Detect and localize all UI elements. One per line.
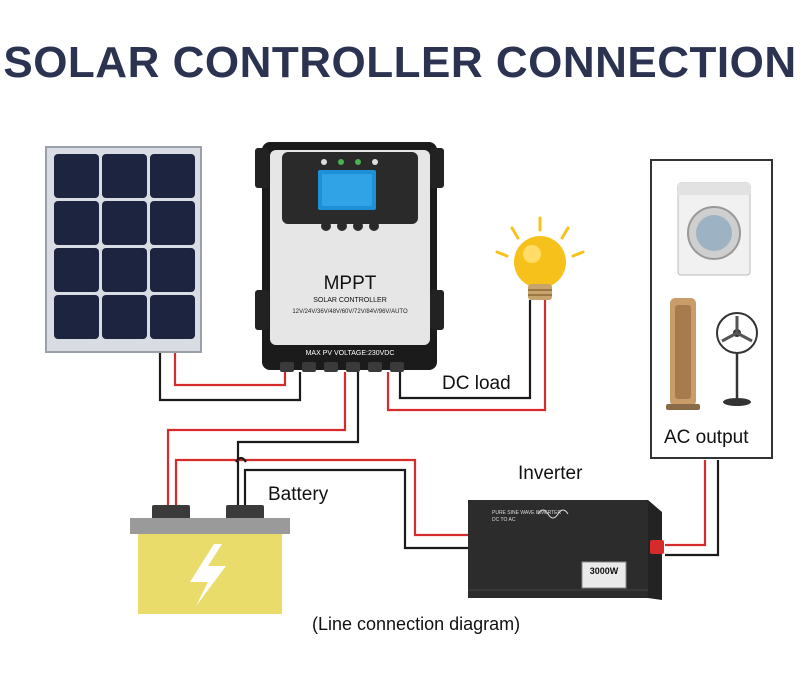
- solar-cell: [150, 201, 195, 245]
- inverter-power: 3000W: [590, 566, 619, 576]
- solar-panel-icon: [45, 146, 202, 353]
- ac-output-box: [650, 159, 773, 459]
- controller-terminal: [368, 362, 382, 372]
- controller-brand: MPPT: [324, 273, 377, 294]
- solar-cell: [102, 201, 147, 245]
- controller-terminal: [390, 362, 404, 372]
- inverter-brand-1: PURE SINE WAVE INVERTER: [492, 510, 561, 516]
- controller-terminal: [346, 362, 360, 372]
- controller-subtitle: SOLAR CONTROLLER: [313, 297, 387, 304]
- solar-cell: [150, 154, 195, 198]
- controller-button: [353, 221, 363, 231]
- wire-batt-negative: [236, 372, 360, 510]
- wire-load-positive: [386, 300, 547, 412]
- solar-cell: [102, 248, 147, 292]
- wire-pv-positive: [173, 352, 287, 387]
- tower-fan-icon: [666, 298, 700, 410]
- wire-inv-negative: [243, 468, 470, 550]
- wire-ac-negative: [665, 460, 720, 557]
- standing-fan-icon: [716, 312, 758, 406]
- solar-cell: [54, 295, 99, 339]
- wire-hop: [235, 456, 247, 463]
- controller-button: [369, 221, 379, 231]
- controller-terminal: [324, 362, 338, 372]
- dc-load-label: DC load: [442, 373, 511, 394]
- page-title: SOLAR CONTROLLER CONNECTION: [3, 38, 797, 87]
- ac-output-label: AC output: [664, 427, 749, 448]
- solar-cell: [54, 201, 99, 245]
- solar-cell: [102, 154, 147, 198]
- battery-icon: [130, 505, 290, 614]
- wiring: [158, 300, 720, 557]
- solar-cell: [150, 248, 195, 292]
- washing-machine-icon: [677, 182, 751, 276]
- diagram-caption: (Line connection diagram): [312, 614, 521, 634]
- inverter-icon: PURE SINE WAVE INVERTER DC TO AC 3000W: [468, 500, 664, 600]
- light-bulb-icon: [495, 216, 585, 300]
- wire-inv-positive: [174, 458, 470, 537]
- solar-cell: [102, 295, 147, 339]
- solar-cell: [150, 295, 195, 339]
- controller-terminal: [280, 362, 294, 372]
- solar-cell: [54, 248, 99, 292]
- controller-button: [337, 221, 347, 231]
- wire-batt-positive: [166, 372, 347, 510]
- inverter-label: Inverter: [518, 463, 583, 484]
- wire-ac-positive: [665, 460, 707, 547]
- controller-button: [321, 221, 331, 231]
- solar-cell: [54, 154, 99, 198]
- inverter-brand-2: DC TO AC: [492, 517, 516, 523]
- controller-max-pv: MAX PV VOLTAGE:230VDC: [306, 350, 395, 357]
- wire-pv-negative: [158, 352, 302, 402]
- mppt-controller-icon: MPPT SOLAR CONTROLLER 12V/24V/36V/48V/60…: [255, 142, 444, 372]
- battery-label: Battery: [268, 484, 329, 505]
- controller-voltages: 12V/24V/36V/48V/60V/72V/84V/96V/AUTO: [292, 309, 408, 315]
- wire-load-negative: [398, 300, 532, 400]
- controller-terminal: [302, 362, 316, 372]
